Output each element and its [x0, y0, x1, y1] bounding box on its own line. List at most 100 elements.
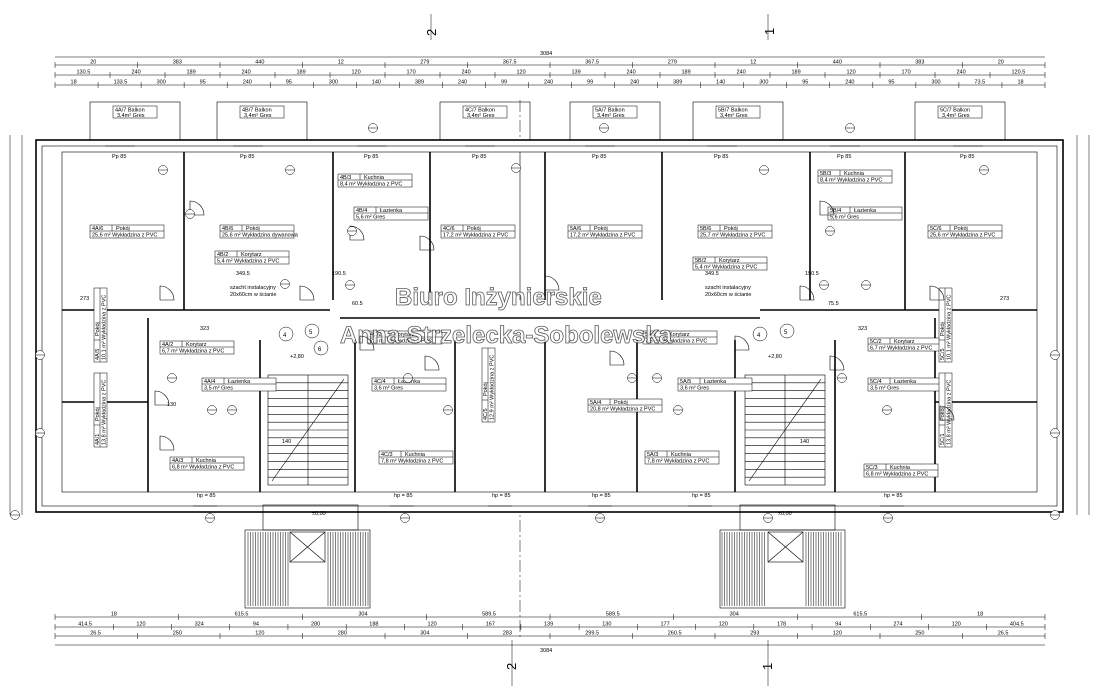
ref-marker [511, 163, 521, 173]
side-dimensions [9, 135, 1090, 515]
room-area: 7,8 m² Wykładzina z PVC [381, 459, 443, 465]
room-id: 4B/6 [222, 226, 233, 232]
axis-label: 2 [424, 29, 439, 36]
bottom-dim: 177 [660, 622, 669, 628]
top-dim: 95 [888, 80, 894, 86]
top-dim: 240 [242, 70, 251, 76]
top-dim: 99 [587, 80, 593, 86]
bottom-dim: 260.5 [668, 631, 682, 637]
room-name: Korytarz [241, 252, 262, 258]
bottom-dim: 283 [503, 631, 512, 637]
room-id: 4C/3 [381, 452, 393, 458]
room-area: 17,2 m² Wykładzina z PVC [443, 233, 508, 239]
room-id: 4A/6 [92, 226, 103, 232]
bottom-dim: 120 [255, 631, 264, 637]
top-dim: 240 [957, 70, 966, 76]
top-dim: 18 [71, 80, 77, 86]
window-code: hp = 85 [884, 493, 903, 499]
top-dim: 18 [1017, 80, 1023, 86]
inner-dim: 273 [80, 296, 89, 302]
ref-marker [1050, 428, 1060, 438]
bottom-dim: 250 [173, 631, 182, 637]
top-dim: 120.5 [1012, 70, 1026, 76]
section-markers: 4 5 6 4 5 [278, 323, 795, 356]
inner-dim: 323 [200, 326, 209, 332]
top-dim: 389 [415, 80, 424, 86]
room-name: Pokój [95, 322, 101, 336]
room-area: 13,8 m² Wykładzina z PVC [102, 380, 108, 445]
room-area: 25,6 m² Wykładzina z PVC [92, 233, 157, 239]
room-area: 25,6 m² Wykładzina z PVC [930, 233, 995, 239]
level-mark: ±0,00 [778, 511, 792, 517]
room-id: 5C/1 [940, 433, 946, 445]
room-name: Pokój [954, 226, 968, 232]
room-id: 4A/3 [172, 458, 183, 464]
top-dim: 240 [630, 80, 639, 86]
top-dim: 189 [792, 70, 801, 76]
room-id: 5C/3 [866, 465, 878, 471]
balcony-label: 5B/7 Balkon [718, 108, 748, 114]
room-name: Pokój [467, 226, 481, 232]
room-name: Kuchnia [364, 175, 385, 181]
bottom-overall-dim: 3084 [540, 648, 552, 654]
top-dim: 367.5 [585, 60, 599, 66]
room-area: 6,8 m² Wykładzina z PVC [866, 472, 928, 478]
window-tag: Pp 85 [472, 154, 486, 160]
top-dim: 189 [187, 70, 196, 76]
ref-marker [443, 405, 453, 415]
room-id: 5C/2 [870, 339, 882, 345]
window-code: hp = 85 [394, 493, 413, 499]
room-name: Kuchnia [196, 458, 217, 464]
room-name: Łazienka [380, 208, 403, 214]
top-dim: 20 [998, 60, 1004, 66]
ref-marker [1050, 350, 1060, 360]
room-name: Korytarz [669, 332, 690, 338]
room-name: Kuchnia [890, 465, 911, 471]
room-name: Łazienka [704, 379, 727, 385]
ref-marker [825, 226, 835, 236]
top-dim: 240 [737, 70, 746, 76]
bottom-dim: 589.5 [482, 612, 496, 618]
bottom-dim: 120 [428, 622, 437, 628]
room-name: Pokój [614, 400, 628, 406]
balcony-label: 5C/7 Balkon [940, 108, 970, 114]
inner-dim: 323 [858, 326, 867, 332]
ref-marker [345, 280, 355, 290]
room-id: 4A/2 [162, 342, 173, 348]
room-area: 17,2 m² Wykładzina z PVC [570, 233, 635, 239]
ref-marker [185, 209, 195, 219]
room-name: Korytarz [719, 258, 740, 264]
bottom-dim: 188 [369, 622, 378, 628]
level-mark: ±0,00 [312, 511, 326, 517]
ref-marker [280, 279, 290, 289]
room-name: Korytarz [394, 332, 415, 338]
top-dim: 170 [407, 70, 416, 76]
section-number: 4 [757, 333, 761, 339]
room-area: 8,4 m² Wykładzina z PVC [340, 182, 402, 188]
room-area: 20,8 m² Wykładzina z PVC [590, 407, 655, 413]
inner-dim: 190.5 [332, 271, 346, 277]
ref-marker [759, 165, 769, 175]
balcony-area: 3,4m² Gres [597, 113, 625, 119]
top-dim: 130.5 [77, 70, 91, 76]
ref-marker [595, 513, 605, 523]
ref-marker [861, 280, 871, 290]
